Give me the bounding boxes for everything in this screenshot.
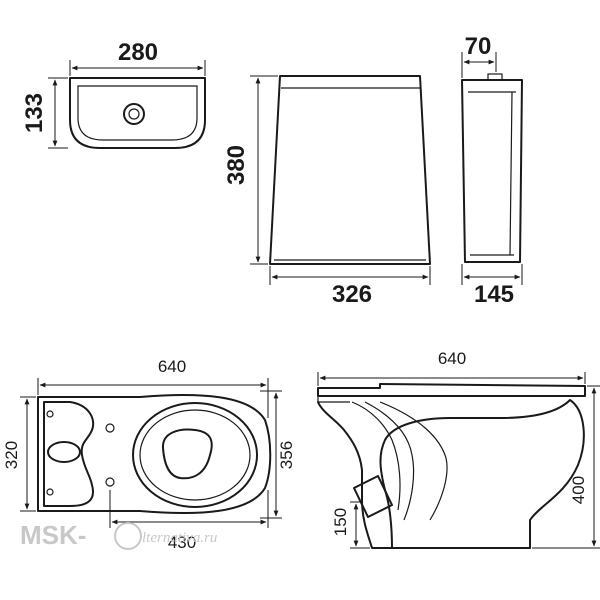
watermark-logo-icon [114, 522, 142, 550]
bowl-side-length-label: 640 [438, 349, 466, 368]
bowl-bolt-span-label: 430 [168, 533, 196, 552]
bowl-side-view: 640 400 150 [317, 349, 600, 549]
cistern-front-view: 380 326 [223, 75, 431, 308]
bowl-height-label: 400 [569, 476, 588, 504]
watermark-suffix: lternativa.ru [142, 530, 217, 546]
watermark: MSK- lternativa.ru [20, 520, 217, 550]
cistern-top-depth-label: 70 [465, 33, 492, 60]
watermark-prefix: MSK- [20, 520, 86, 550]
cistern-width-label: 280 [118, 39, 158, 66]
bowl-length-label: 640 [158, 357, 186, 376]
cistern-side-view: 70 145 [461, 33, 523, 308]
cistern-depth-label: 133 [21, 93, 48, 133]
bowl-outlet-height-label: 150 [331, 508, 350, 536]
bowl-top-view: 640 320 356 430 [2, 357, 296, 552]
bowl-width-label: 320 [2, 441, 21, 469]
cistern-side-depth-label: 145 [474, 281, 514, 308]
cistern-top-view: 280 133 [21, 39, 206, 149]
cistern-height-label: 380 [223, 145, 250, 185]
cistern-front-width-label: 326 [332, 281, 372, 308]
bowl-seat-width-label: 356 [277, 441, 296, 469]
